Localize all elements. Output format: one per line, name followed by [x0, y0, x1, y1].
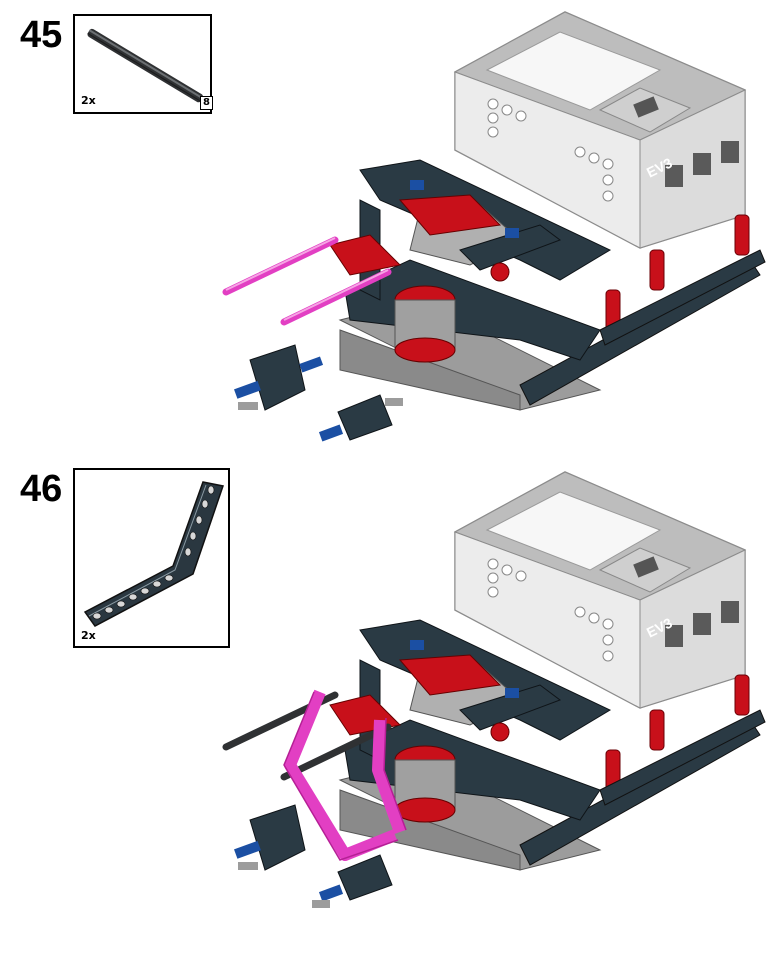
- model-step-45: EV3: [222, 11, 766, 442]
- new-bent-liftarms: [284, 689, 406, 861]
- loose-assembly-left: [234, 344, 324, 411]
- step-number-46: 46: [20, 468, 63, 510]
- axle-icon: [87, 28, 204, 103]
- bent-liftarm-icon: [83, 481, 224, 627]
- red-pins: [605, 214, 750, 331]
- ev3-brick: EV3: [453, 11, 747, 249]
- model-step-46: EV3: [222, 471, 766, 908]
- parts-callout-45: 2x 8: [73, 14, 213, 114]
- central-frame: [329, 159, 612, 363]
- red-pins: [605, 674, 750, 791]
- new-axles: [222, 236, 392, 326]
- part-quantity: 2x: [81, 94, 96, 107]
- attached-assembly-left: [234, 804, 306, 871]
- loose-assembly-right: [318, 394, 403, 442]
- axle-length-badge: 8: [200, 96, 213, 110]
- attached-assembly-right: [312, 854, 393, 908]
- central-frame: [329, 619, 612, 823]
- part-quantity: 2x: [81, 629, 96, 642]
- step-number-45: 45: [20, 14, 63, 56]
- parts-callout-46: 2x: [73, 468, 230, 648]
